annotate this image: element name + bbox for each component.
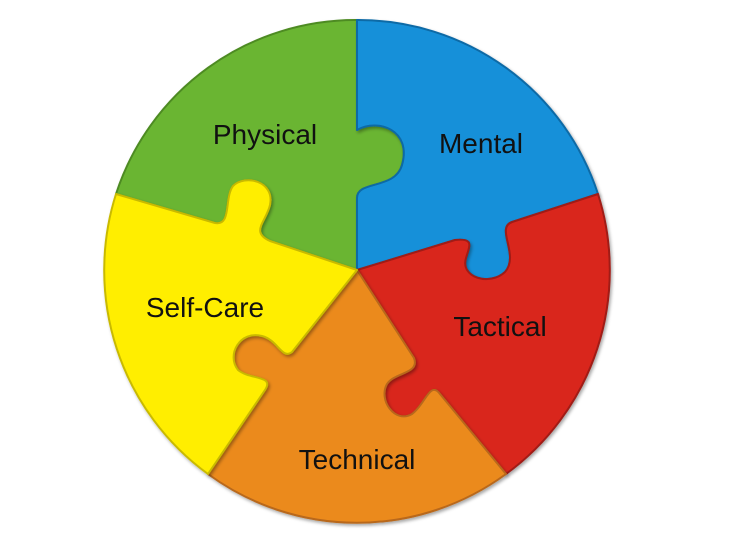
label-technical: Technical bbox=[299, 444, 416, 475]
label-mental: Mental bbox=[439, 128, 523, 159]
label-physical: Physical bbox=[213, 119, 317, 150]
label-tactical: Tactical bbox=[453, 311, 546, 342]
label-self-care: Self-Care bbox=[146, 292, 264, 323]
puzzle-piece-self-care bbox=[103, 179, 358, 475]
